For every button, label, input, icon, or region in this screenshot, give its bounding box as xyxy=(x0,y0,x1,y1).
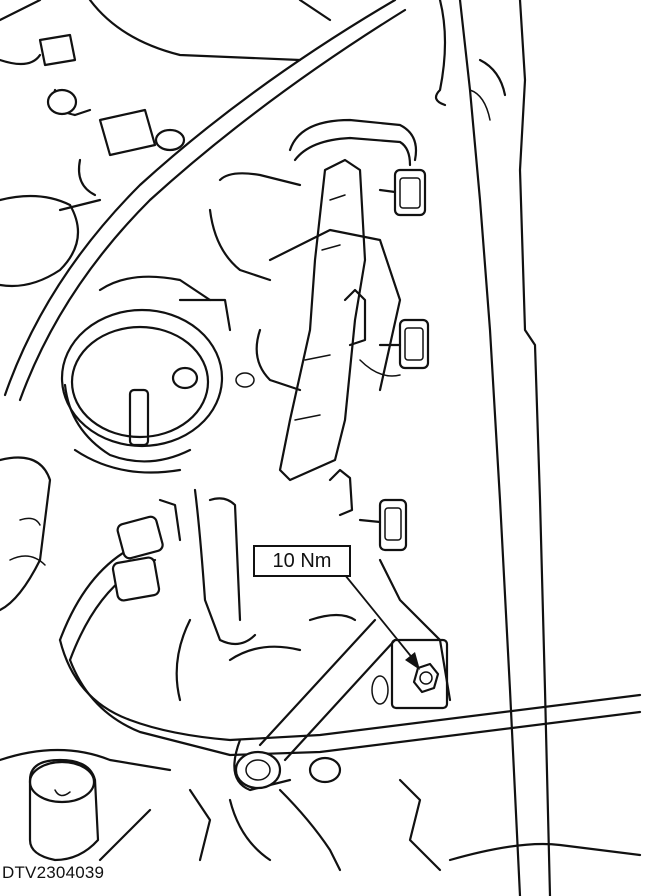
vacuum-hose xyxy=(3,0,407,402)
fuel-rail xyxy=(255,158,402,482)
upper-left-fittings xyxy=(38,33,186,212)
intake-plenum xyxy=(175,488,452,702)
throttle-body xyxy=(60,275,255,474)
bolt-hex xyxy=(412,662,440,694)
engine-bay-outline xyxy=(0,0,332,772)
sensor-connector xyxy=(111,498,182,602)
lower-cylinder xyxy=(28,758,212,862)
fuel-injectors xyxy=(328,288,401,517)
torque-callout-label: 10 Nm xyxy=(253,545,351,577)
figure-code: DTV2304039 xyxy=(2,863,105,882)
bracket xyxy=(390,638,449,710)
injector-connectors xyxy=(358,168,430,552)
frame-rails xyxy=(434,0,552,896)
intake-runner-cover xyxy=(208,118,418,282)
lower-right-detail xyxy=(371,675,642,872)
torque-leader-arrow xyxy=(344,574,420,670)
support-rod xyxy=(228,618,397,872)
